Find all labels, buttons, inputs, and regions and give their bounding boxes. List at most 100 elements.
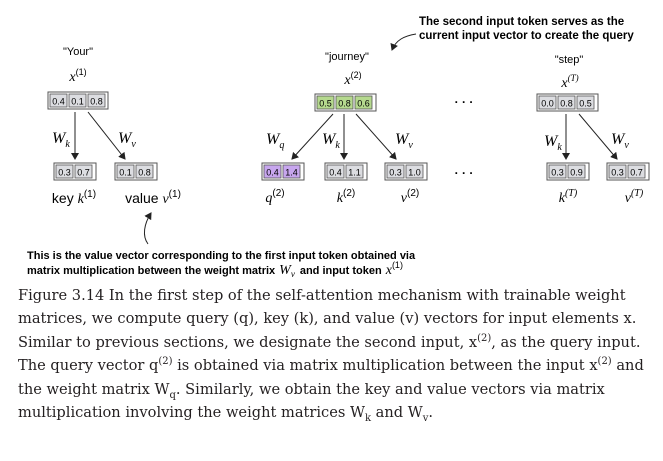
label-value-vT: v(T) (625, 188, 644, 206)
cell-value: 0.3 (58, 168, 71, 178)
cell (87, 93, 106, 108)
cell (49, 93, 68, 108)
arrow-wq-2 (291, 113, 334, 160)
input-vector-label-xT: x(T) (560, 73, 578, 91)
cell-value: 1.4 (285, 168, 298, 178)
caption-x2: x (468, 333, 478, 351)
cell-value: 0.4 (52, 97, 65, 107)
ellipsis-inputs: · · · (455, 95, 474, 109)
caption-x2-b-sup: (2) (597, 356, 612, 368)
callout-top-line2: current input vector to create the query (419, 30, 634, 42)
cell-value: 0.5 (579, 99, 592, 109)
cell (608, 164, 627, 179)
token-word-your: "Your" (63, 46, 93, 58)
input-vector-label-x2: x(2) (343, 70, 361, 88)
label-key-k2: k(2) (337, 188, 355, 206)
cell (263, 164, 282, 179)
cell (627, 164, 646, 179)
cell (576, 95, 595, 110)
caption-end: . (428, 404, 434, 422)
value-vector-vT: 0.3 0.7 (606, 162, 650, 181)
input-vector-x2: 0.5 0.8 0.6 (314, 93, 377, 112)
weight-label-wk-2: Wk (322, 131, 340, 151)
callout-bottom-pointer (143, 212, 152, 245)
caption-text-4: and the weight matrix (18, 357, 644, 398)
value-vector-v1: 0.1 0.8 (114, 162, 158, 181)
cell-value: 0.6 (357, 99, 370, 109)
cell-value: 0.8 (560, 99, 573, 109)
caption-x2-sup: (2) (477, 332, 492, 344)
input-vector-xT: 0.0 0.8 0.5 (536, 93, 599, 112)
cell (567, 164, 586, 179)
figure-caption: Figure 3.14 In the first step of the sel… (18, 284, 658, 424)
cell-value: 0.8 (138, 168, 151, 178)
cell (538, 95, 557, 110)
key-vector-kT: 0.3 0.9 (546, 162, 590, 181)
cell-value: 0.5 (319, 99, 332, 109)
cell-value: 0.1 (119, 168, 132, 178)
input-vector-label-x1: x(1) (68, 67, 86, 85)
cell (345, 164, 364, 179)
cell-value: 1.0 (408, 168, 421, 178)
token-word-journey: "journey" (325, 51, 369, 63)
ellipsis-outputs: · · · (455, 166, 474, 180)
key-vector-k1: 0.3 0.7 (53, 162, 97, 181)
cell (74, 164, 93, 179)
cell-value: 0.3 (611, 168, 624, 178)
caption-wq: W (154, 380, 170, 398)
cell-value: 0.8 (338, 99, 351, 109)
cell-value: 0.9 (570, 168, 583, 178)
label-query-q2: q(2) (265, 188, 284, 206)
label-key-k1: key k(1) (52, 189, 96, 207)
token-word-step: "step" (555, 54, 584, 66)
cell (55, 164, 74, 179)
cell-value: 0.0 (541, 99, 554, 109)
cell (405, 164, 424, 179)
weight-label-wv-1: Wv (118, 130, 136, 150)
cell (326, 164, 345, 179)
cell-value: 0.3 (551, 168, 564, 178)
value-vector-v2: 0.3 1.0 (384, 162, 428, 181)
caption-wv: W (407, 404, 423, 422)
label-key-kT: k(T) (559, 188, 578, 206)
cell-value: 0.1 (71, 97, 84, 107)
cell-value: 0.4 (329, 168, 342, 178)
caption-wk-sub: k (364, 412, 372, 424)
cell (116, 164, 135, 179)
callout-bottom-line2: matrix multiplication between the weight… (27, 260, 403, 279)
weight-label-wk-T: Wk (544, 133, 562, 153)
callout-top-pointer (390, 33, 417, 51)
weight-label-wq-2: Wq (266, 131, 284, 151)
arrow-wv-2 (355, 113, 397, 160)
caption-wv-sub: v (422, 412, 429, 424)
input-vector-x1: 0.4 0.1 0.8 (47, 91, 109, 110)
cell-value: 1.1 (348, 168, 361, 178)
arrow-wv-1 (87, 111, 126, 160)
caption-x2-b: x (589, 357, 598, 375)
cell (282, 164, 301, 179)
weight-label-wk-1: Wk (52, 130, 70, 150)
caption-q2: q (148, 357, 159, 375)
weight-label-wv-T: Wv (611, 131, 629, 151)
callout-bottom-line1: This is the value vector corresponding t… (27, 250, 416, 262)
cell-value: 0.7 (630, 168, 643, 178)
caption-text-5: . Similarly, we obtain the key and value… (18, 380, 605, 422)
cell (557, 95, 576, 110)
label-value-v2: v(2) (401, 188, 419, 206)
callout-top-line1: The second input token serves as the (419, 16, 624, 28)
cell-value: 0.4 (266, 168, 279, 178)
key-vector-k2: 0.4 1.1 (324, 162, 368, 181)
arrow-wv-T (578, 113, 618, 160)
cell (386, 164, 405, 179)
cell (316, 95, 335, 110)
caption-wk: W (349, 404, 365, 422)
caption-wq-sub: q (169, 389, 176, 401)
cell (548, 164, 567, 179)
cell (335, 95, 354, 110)
cell-value: 0.7 (77, 168, 90, 178)
weight-label-wv-2: Wv (395, 131, 413, 151)
cell-value: 0.3 (389, 168, 402, 178)
cell (68, 93, 87, 108)
label-value-v1: value v(1) (125, 189, 181, 207)
caption-text-2: , as the query input. The query vector (18, 333, 641, 375)
